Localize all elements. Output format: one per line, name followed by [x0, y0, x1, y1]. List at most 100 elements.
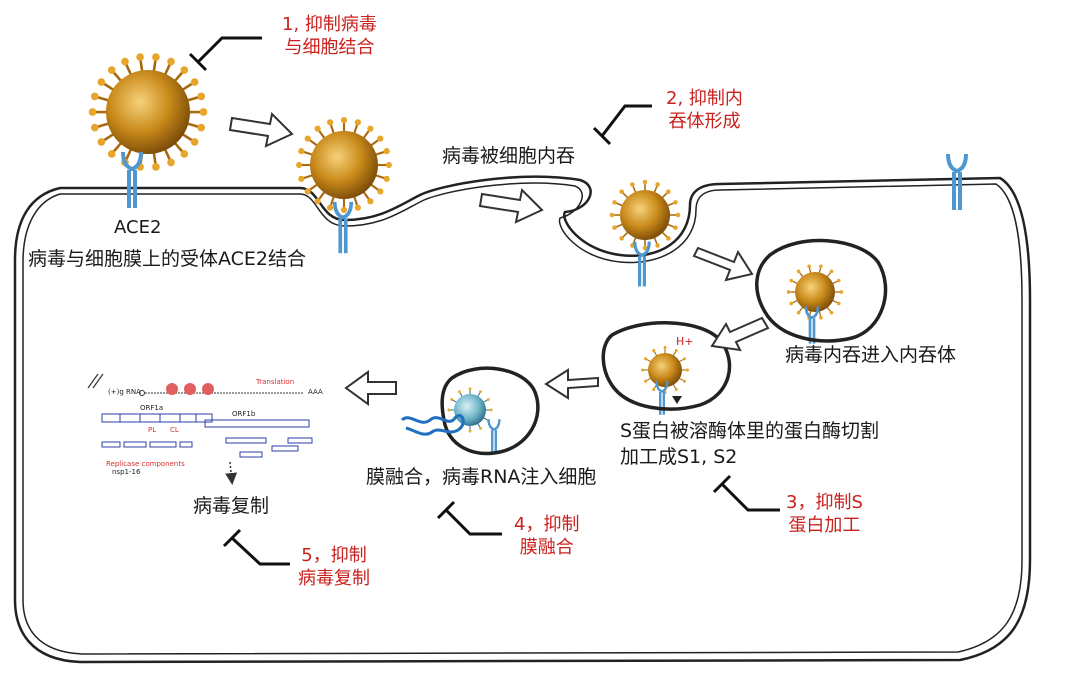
virus-binding-spike-tip [298, 175, 305, 182]
cell-membrane-inner [22, 182, 1023, 655]
virus-in-endosome-spike-tip [786, 290, 791, 294]
virus-in-endosome [786, 264, 844, 320]
virus-endocytosis-spike-tip [655, 243, 660, 248]
genome-pl-label: PL [148, 426, 157, 434]
virus-binding-spike-tip [296, 161, 303, 169]
virus-fusing-spike-tip [479, 426, 483, 430]
virus-free-spike-tip [180, 66, 189, 74]
virus-endocytosis-spike-tip [655, 182, 660, 187]
virus-free-spike-tip [190, 138, 199, 146]
virus-acidified-spike-tip [682, 379, 686, 383]
virus-free [88, 53, 208, 171]
virus-free-spike-tip [90, 123, 99, 132]
virus-free-spike-tip [97, 138, 106, 146]
endosome-3 [440, 366, 540, 456]
receptor-ace2-1 [121, 150, 143, 210]
virus-binding-spike-tip [314, 125, 321, 132]
enter-endosome-label: 病毒内吞进入内吞体 [785, 344, 957, 366]
virus-binding-spike-tip [377, 135, 384, 142]
arrow-3 [692, 246, 754, 282]
virus-in-endosome-spike-tip [829, 310, 834, 315]
arrow-5 [544, 368, 599, 400]
virus-binding-spike-tip [354, 204, 361, 211]
inhibition-2-line1: 2, 抑制内 [666, 88, 743, 109]
virus-acidified-spike-tip [641, 368, 645, 372]
virus-free-spike-tip [136, 53, 144, 61]
virus-binding-spike-tip [304, 188, 311, 195]
arrow-2 [478, 187, 544, 224]
virus-binding-spike-tip [298, 148, 305, 155]
virus-in-endosome-spike-tip [819, 264, 823, 269]
binding-label: 病毒与细胞膜上的受体ACE2结合 [28, 248, 307, 270]
virus-endocytosis-spike-tip [642, 245, 648, 251]
inhibit-bar-2 [592, 104, 652, 146]
inhibition-2: 2, 抑制内 吞体形成 [666, 88, 743, 133]
arrow-4 [710, 316, 770, 352]
virus-free-spike-tip [180, 150, 189, 158]
virus-free-spike-tip [107, 150, 116, 158]
genome-cl-label: CL [170, 426, 179, 434]
inhibition-1-line1: 1, 抑制病毒 [282, 14, 377, 35]
inhibition-5: 5，抑制 病毒复制 [298, 545, 370, 590]
viral-rna [400, 414, 465, 436]
inhibition-5-line2: 病毒复制 [298, 567, 370, 589]
virus-acidified-spike-tip [674, 387, 678, 391]
inhibition-4-line2: 膜融合 [519, 536, 574, 558]
virus-free-spike-tip [152, 53, 160, 61]
virus-binding-spike-tip [340, 206, 348, 213]
genome-replicase-label: Replicase components [106, 460, 185, 468]
inhibit-bar-3 [712, 474, 780, 512]
virus-in-endosome-spike-tip [796, 269, 801, 274]
virus-binding [296, 117, 392, 213]
virus-in-endosome-spike-tip [836, 301, 841, 306]
virus-acidified-spike-tip [674, 349, 678, 353]
ace2-label: ACE2 [114, 217, 162, 238]
receptor-ace2-3 [633, 240, 651, 288]
virus-acidified [641, 346, 689, 394]
virus-endocytosis-spike-tip [612, 225, 617, 230]
virus-fusing [447, 387, 493, 433]
virus-acidified-spike-tip [652, 349, 656, 353]
virus-endocytosis-spike-tip [675, 212, 681, 218]
genome-orf1a-label: ORF1a [140, 404, 164, 412]
inhibition-2-line2: 吞体形成 [668, 110, 741, 132]
virus-endocytosis-spike-tip [666, 236, 671, 241]
virus-endocytosis-spike-tip [673, 200, 678, 205]
virus-binding-spike-tip [354, 119, 361, 126]
virus-free-spike-tip [197, 92, 206, 101]
genome-aaa-label: AAA [308, 388, 323, 396]
virus-in-endosome-spike-tip [829, 269, 834, 274]
virus-in-endosome-spike-tip [789, 301, 794, 306]
inhibit-bar-4 [436, 500, 502, 536]
receptor-ace2-7 [946, 152, 968, 212]
inhibition-5-line1: 5，抑制 [301, 545, 367, 566]
virus-free-spike-tip [152, 163, 160, 171]
inhibit-bar-5 [222, 528, 290, 566]
virus-free-spike-tip [197, 123, 206, 132]
virus-binding-spike-tip [377, 188, 384, 195]
virus-endocytosis-spike-tip [630, 182, 635, 187]
virus-fusing-spike-tip [450, 397, 454, 401]
virus-free-spike-tip [167, 57, 175, 66]
inhibition-4: 4，抑制 膜融合 [514, 514, 579, 559]
genome-orf1b-label: ORF1b [232, 410, 256, 418]
virus-fusing-spike-tip [489, 408, 493, 412]
virus-free-spike-tip [88, 108, 97, 116]
virus-in-endosome-spike-tip [789, 278, 794, 283]
inhibition-4-line1: 4，抑制 [514, 514, 580, 535]
virus-free-spike-tip [90, 92, 99, 101]
replication-label: 病毒复制 [193, 495, 270, 517]
virus-fusing-spike-tip [468, 429, 472, 433]
virus-in-endosome-spike-tip [796, 310, 801, 315]
virus-binding-spike-tip [383, 148, 390, 155]
inhibition-1-line2: 与细胞结合 [284, 36, 375, 58]
virus-endocytosis-spike-tip [673, 225, 678, 230]
process-arrows [228, 111, 770, 406]
s-protein-label-2: 加工成S1, S2 [620, 446, 738, 468]
virus-endocytosis-spike-tip [619, 236, 624, 241]
virus-binding-spike-tip [314, 198, 321, 205]
virus-in-endosome-spike-tip [836, 278, 841, 283]
endosome-1 [755, 238, 888, 343]
